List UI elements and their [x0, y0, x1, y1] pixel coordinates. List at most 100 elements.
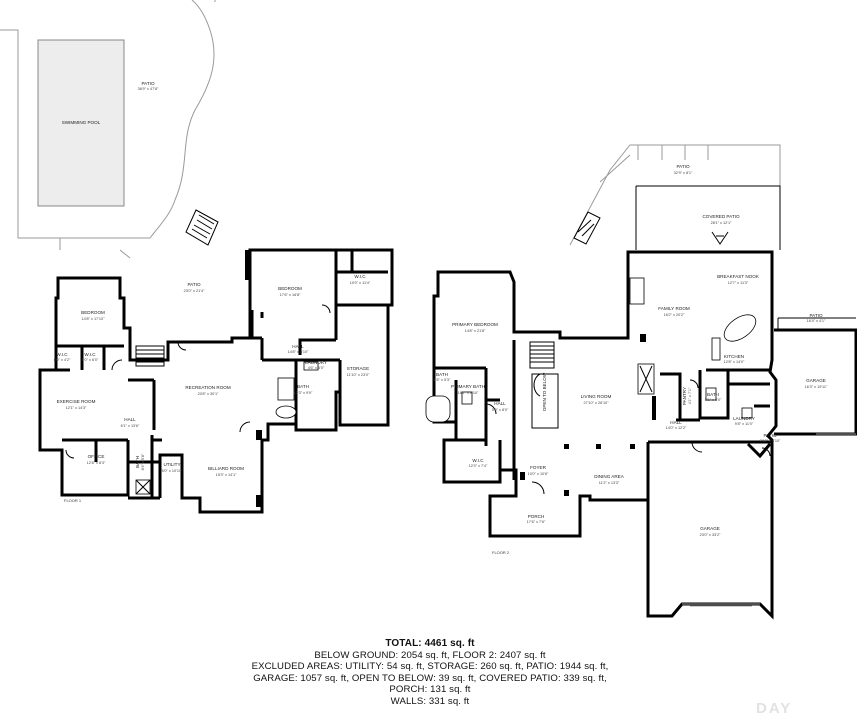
room-label-utility: UTILITY [163, 462, 180, 467]
room-dim-bath-kitchen: 5'1" x 6'0" [705, 398, 722, 402]
room-dim-storage: 11'10" x 23'0" [347, 373, 370, 377]
room-dim-kitchen: 12'8" x 14'0" [724, 360, 745, 364]
room-dim-family-room: 16'2" x 20'2" [664, 313, 685, 317]
room-label-patio-right: PATIO [809, 313, 823, 318]
room-label-billiard-room: BILLIARD ROOM [208, 466, 244, 471]
room-label-garage-right: GARAGE [806, 378, 826, 383]
room-dim-covered-patio: 28'1" x 12'1" [711, 221, 732, 225]
room-label-patio-small: PATIO [763, 433, 777, 438]
room-label-kitchen: KITCHEN [724, 354, 744, 359]
floor-1-label: FLOOR 1 [64, 498, 82, 503]
room-dim-bath-primary-small: 6'6" x 5'3" [434, 378, 451, 382]
room-dim-wic-small2: 6'0" x 6'0" [82, 358, 99, 362]
room-label-bath-primary-small: BATH [436, 372, 448, 377]
room-label-swimming-pool: SWIMMING POOL [62, 120, 101, 125]
room-label-breakfast-nook: BREAKFAST NOOK [717, 274, 760, 279]
room-dim-primary-bath: 16'2" x 8'10" [458, 391, 479, 395]
room-dim-hall-left: 6'1" x 13'6" [121, 424, 140, 428]
summary-line-3: GARAGE: 1057 sq. ft, OPEN TO BELOW: 39 s… [253, 672, 607, 684]
floor-1 [38, 248, 394, 514]
room-dim-patio-small: 9'10" x 4'10" [760, 439, 781, 443]
room-dim-patio-mid: 23'0" x 21'4" [184, 289, 205, 293]
room-label-garage-main: GARAGE [700, 526, 720, 531]
room-label-exercise-room: EXERCISE ROOM [57, 399, 96, 404]
room-label-bedroom-left: BEDROOM [81, 310, 105, 315]
room-label-family-room: FAMILY ROOM [658, 306, 690, 311]
room-label-primary-bedroom: PRIMARY BEDROOM [452, 322, 498, 327]
room-label-wic-small2: W.I.C [84, 352, 96, 357]
patio-top-area [569, 144, 781, 246]
floor-2-label: FLOOR 2 [492, 550, 510, 555]
room-dim-foyer: 10'0" x 10'6" [528, 472, 549, 476]
room-dim-dining-area: 11'2" x 13'3" [599, 481, 620, 485]
room-dim-bedroom-up: 17'6" x 16'8" [280, 293, 301, 297]
room-dim-breakfast-nook: 12'7" x 11'3" [728, 281, 749, 285]
room-dim-primary-bedroom: 14'8" x 21'8" [465, 329, 486, 333]
room-dim-billiard-room: 15'3" x 14'1" [216, 473, 237, 477]
room-label-bath-lower: BATH [297, 384, 309, 389]
room-label-laundry-upper: LAUNDRY [733, 416, 755, 421]
room-label-office: OFFICE [88, 454, 105, 459]
room-label-porch: PORCH [528, 514, 545, 519]
room-dim-laundry-lower: 4'6" x 6'0" [308, 366, 325, 370]
room-dim-office: 12'8" x 8'3" [87, 461, 106, 465]
room-label-patio-left: PATIO [141, 81, 155, 86]
room-dim-exercise-room: 12'1" x 14'3" [66, 406, 87, 410]
room-label-primary-bath: PRIMARY BATH [451, 384, 485, 389]
room-dim-wic-primary: 12'0" x 7'4" [469, 464, 488, 468]
room-label-hall-primary: HALL [494, 401, 506, 406]
room-dim-recreation-room: 20'8" x 30'1" [198, 392, 219, 396]
room-label-living-room: LIVING ROOM [581, 394, 612, 399]
room-label-dining-area: DINING AREA [594, 474, 625, 479]
room-dim-wic-small: 6'0" x 4'2" [54, 358, 71, 362]
room-dim-hall-kitchen: 14'0" x 12'2" [666, 426, 687, 430]
room-label-recreation-room: RECREATION ROOM [185, 385, 231, 390]
area-summary: TOTAL: 4461 sq. ft BELOW GROUND: 2054 sq… [180, 638, 680, 708]
room-dim-laundry-upper: 9'8" x 11'0" [735, 422, 754, 426]
room-label-wic-top: W.I.C [354, 274, 366, 279]
room-dim-utility: 5'0" x 10'10" [162, 469, 183, 473]
summary-line-2: EXCLUDED AREAS: UTILITY: 54 sq. ft, STOR… [251, 661, 609, 673]
room-dim-patio-right: 16'4" x 4'1" [807, 319, 826, 323]
room-dim-hall-lower: 14'8" x 3'10" [288, 350, 309, 354]
room-label-storage: STORAGE [347, 366, 369, 371]
room-label-wic-primary: W.I.C [472, 458, 484, 463]
stairs-floor1 [135, 345, 165, 367]
room-label-wic-small: W.I.C [56, 352, 68, 357]
room-dim-patio-top: 32'9" x 8'1" [674, 171, 693, 175]
summary-line-4: PORCH: 131 sq. ft [389, 684, 471, 696]
room-dim-patio-left: 36'9" x 47'8" [138, 87, 159, 91]
room-label-bedroom-up: BEDROOM [278, 286, 302, 291]
swimming-pool [37, 39, 125, 207]
patio-steps-left [185, 209, 219, 246]
room-label-hall-lower: HALL [292, 344, 304, 349]
room-dim-bath-lower: 10'3" x 9'9" [294, 391, 313, 395]
room-labels: PATIO 36'9" x 47'8" SWIMMING POOL PATIO … [54, 81, 828, 555]
room-label-patio-mid: PATIO [187, 282, 201, 287]
summary-total: TOTAL: 4461 sq. ft [385, 638, 475, 649]
floor-2 [425, 185, 857, 620]
room-label-bath-kitchen: BATH [707, 392, 719, 397]
patio-pool-area [0, 0, 219, 259]
summary-line-1: BELOW GROUND: 2054 sq. ft, FLOOR 2: 2407… [314, 649, 546, 661]
room-dim-porch: 17'6" x 7'6" [527, 520, 546, 524]
room-dim-bath-small: 8'4" x 5'8" [141, 453, 145, 470]
room-label-laundry-lower: LAUNDRY [305, 360, 327, 365]
room-label-pantry: PANTRY [682, 387, 687, 405]
summary-line-5: WALLS: 331 sq. ft [390, 695, 470, 707]
room-label-patio-top: PATIO [676, 164, 690, 169]
room-dim-bedroom-left: 14'8" x 17'10" [82, 317, 106, 321]
room-dim-garage-main: 23'0" x 33'2" [700, 533, 721, 537]
room-label-covered-patio: COVERED PATIO [702, 214, 740, 219]
room-label-bath-small: BATH [135, 456, 140, 468]
room-label-foyer: FOYER [530, 465, 547, 470]
room-dim-hall-primary: 5'0" x 8'0" [492, 408, 509, 412]
room-dim-living-room: 27'10" x 26'10" [583, 401, 609, 405]
room-dim-garage-right: 16'3" x 19'11" [805, 385, 828, 389]
room-label-open-to-below: OPEN TO BELOW [542, 372, 547, 411]
room-dim-wic-top: 10'0" x 11'4" [350, 281, 371, 285]
room-label-hall-left: HALL [124, 417, 136, 422]
room-dim-pantry: 4'1" x 7'1" [688, 387, 692, 404]
watermark-logo: DAY [756, 700, 793, 717]
stairs-floor2 [529, 341, 555, 369]
